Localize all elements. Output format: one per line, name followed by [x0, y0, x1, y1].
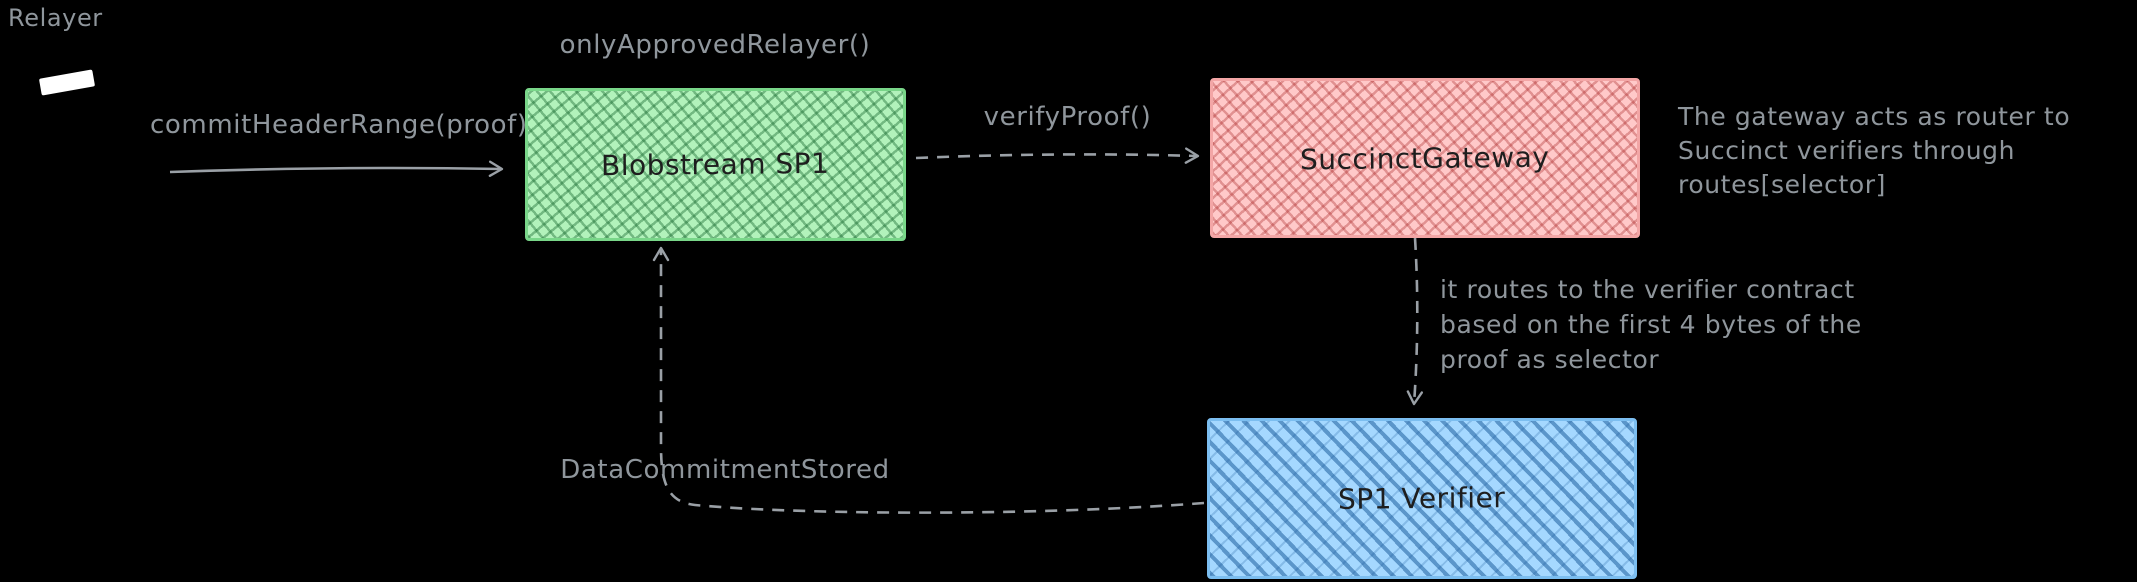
arrow-gateway-to-verifier: [1406, 237, 1424, 406]
arrow-verify-proof: [915, 147, 1200, 164]
node-sp1-verifier-label: SP1 Verifier: [1338, 481, 1506, 516]
edge-label-data-commitment-stored: DataCommitmentStored: [560, 455, 890, 485]
node-succinct-gateway: SuccinctGateway: [1210, 78, 1640, 238]
edge-label-commit-header-range: commitHeaderRange(proof): [150, 110, 528, 140]
node-blobstream-sp1: Blobstream SP1: [525, 88, 906, 241]
relayer-shape: [38, 69, 96, 96]
edge-label-verify-proof: verifyProof(): [983, 102, 1152, 132]
note-gateway-router: The gateway acts as router to Succinct v…: [1678, 102, 2071, 199]
node-blobstream-sp1-label: Blobstream SP1: [601, 146, 830, 183]
node-succinct-gateway-label: SuccinctGateway: [1300, 140, 1550, 176]
arrow-commit-header-range: [169, 160, 504, 177]
note-route-selector: it routes to the verifier contract based…: [1440, 275, 1862, 374]
node-sp1-verifier: SP1 Verifier: [1207, 418, 1637, 579]
relayer-label: Relayer: [8, 4, 103, 32]
note-only-approved-relayer: onlyApprovedRelayer(): [559, 30, 871, 60]
